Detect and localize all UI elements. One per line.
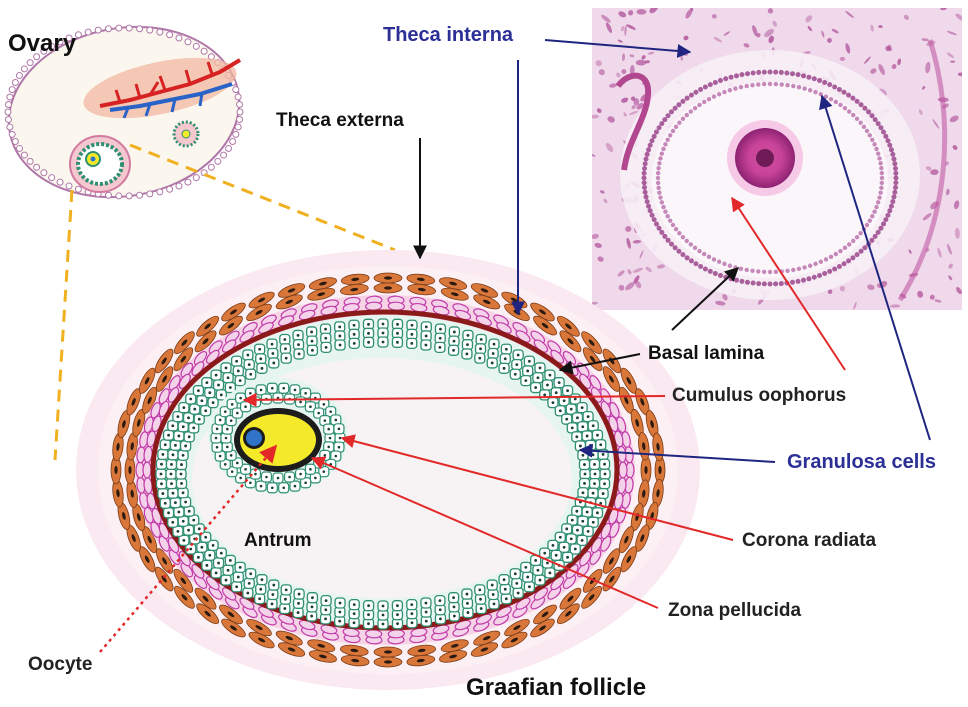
cumulus-oophorus-label: Cumulus oophorus [672, 385, 846, 407]
theca-externa-label: Theca externa [276, 110, 404, 132]
basal-lamina-label: Basal lamina [648, 343, 764, 365]
zona-pellucida-label: Zona pellucida [668, 600, 801, 622]
ovary-label: Ovary [8, 30, 76, 58]
antrum-label: Antrum [244, 530, 312, 552]
graafian-follicle-drawing [76, 250, 700, 690]
graafian-follicle-title: Graafian follicle [466, 674, 646, 702]
zoom-guide-line [55, 190, 72, 460]
theca-interna-label: Theca interna [383, 24, 513, 47]
oocyte-label: Oocyte [28, 654, 92, 676]
granulosa-cells-label: Granulosa cells [787, 451, 936, 474]
corona-radiata-label: Corona radiata [742, 530, 876, 552]
zoom-guide-line [130, 145, 395, 250]
